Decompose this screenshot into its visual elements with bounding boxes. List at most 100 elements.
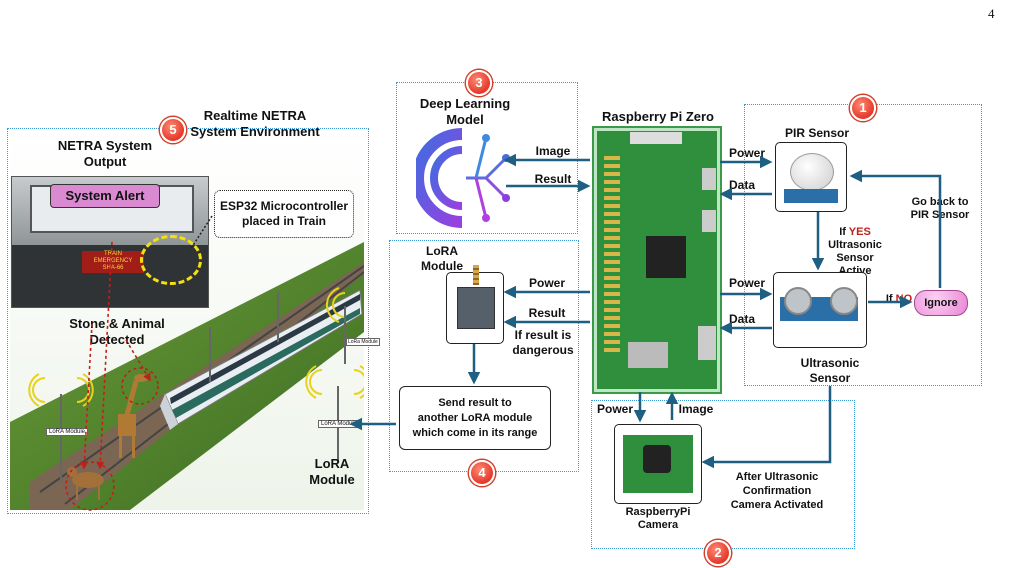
ultrasonic-eye-left bbox=[784, 287, 812, 315]
if-word: If bbox=[839, 226, 846, 238]
env-lora-line-1: LoRA bbox=[314, 456, 350, 471]
lora-module-box bbox=[446, 265, 504, 344]
sd-slot bbox=[628, 342, 668, 368]
label-data-pir: Data bbox=[728, 178, 755, 192]
stone-line-1: Stone & Animal bbox=[69, 316, 165, 331]
usb-port-2 bbox=[702, 210, 716, 232]
detect-line-2 bbox=[96, 241, 113, 470]
esp32-highlight-circle bbox=[140, 235, 202, 285]
region-environment bbox=[7, 128, 369, 514]
page-number: 4 bbox=[988, 6, 995, 21]
if-no-if: If bbox=[885, 293, 893, 305]
arrow-ignore-to-pir bbox=[849, 169, 942, 288]
esp32-line-1: ESP32 Microcontroller bbox=[219, 199, 349, 213]
camera-label-2: Camera bbox=[637, 519, 679, 531]
env-lora-line-2: Module bbox=[309, 472, 355, 487]
if-yes-line: If YES bbox=[810, 226, 900, 239]
label-power-ultra: Power bbox=[728, 276, 765, 290]
deep-learning-icon bbox=[416, 128, 510, 228]
after-line-1: After Ultrasonic bbox=[735, 471, 819, 483]
environment-title-1: Realtime NETRA bbox=[203, 108, 307, 123]
yes-word: YES bbox=[848, 226, 871, 238]
after-ultrasonic-label: After Ultrasonic Confirmation Camera Act… bbox=[712, 470, 842, 512]
stone-animal-label: Stone & Animal Detected bbox=[52, 316, 182, 348]
output-line-1: NETRA System bbox=[57, 138, 153, 153]
arrow-ultra-to-cam bbox=[701, 386, 832, 469]
lora-title-2: Module bbox=[421, 259, 463, 273]
lora-antenna bbox=[473, 265, 479, 285]
deep-learning-title: Deep Learning Model bbox=[410, 96, 520, 128]
camera-connector bbox=[630, 132, 682, 144]
if-dangerous-2: dangerous bbox=[512, 343, 574, 357]
output-line-2: Output bbox=[83, 154, 127, 169]
environment-title-2: System Environment bbox=[190, 124, 320, 139]
badge-4: 4 bbox=[469, 460, 495, 486]
dl-line-2: Model bbox=[446, 112, 484, 127]
badge-5: 5 bbox=[160, 117, 186, 143]
send-line-3: which come in its range bbox=[412, 427, 538, 439]
lora-tag-2: LoRa Module bbox=[346, 338, 380, 346]
cpu-chip bbox=[646, 236, 686, 278]
label-if-dangerous: If result is dangerous bbox=[506, 328, 580, 358]
ignore-pill: Ignore bbox=[914, 290, 968, 316]
after-line-2: Confirmation bbox=[742, 485, 812, 497]
lora-tag-1: LoRA Module bbox=[46, 428, 89, 436]
ultrasonic-sensor-box bbox=[773, 272, 867, 348]
gpio-header bbox=[604, 156, 620, 356]
label-power-cam: Power bbox=[596, 402, 633, 416]
after-line-3: Camera Activated bbox=[730, 499, 824, 511]
usb-port bbox=[702, 168, 716, 190]
detect-line-1 bbox=[80, 323, 93, 470]
lora-module-title: LoRA Module bbox=[412, 244, 472, 274]
send-line-2: another LoRA module bbox=[417, 412, 533, 424]
label-image-top: Image bbox=[535, 144, 571, 158]
netra-output-label: NETRA System Output bbox=[50, 138, 160, 170]
detect-line-3 bbox=[125, 339, 151, 382]
badge-1: 1 bbox=[850, 95, 876, 121]
send-line-1: Send result to bbox=[438, 397, 512, 409]
ultrasonic-eye-right bbox=[830, 287, 858, 315]
pir-board bbox=[784, 189, 838, 203]
lora-chip bbox=[457, 287, 495, 329]
railway-scene-illustration bbox=[10, 132, 364, 510]
lora-title-1: LoRA bbox=[426, 244, 458, 258]
if-dangerous-1: If result is bbox=[514, 328, 572, 342]
pi-zero-title: Raspberry Pi Zero bbox=[602, 109, 714, 124]
label-result-top: Result bbox=[534, 172, 572, 186]
badge-3: 3 bbox=[466, 70, 492, 96]
ultrasonic-label-2: Sensor bbox=[809, 371, 851, 385]
camera-label-1: RaspberryPi bbox=[625, 506, 691, 518]
label-result-lora: Result bbox=[528, 306, 566, 320]
ultra-active-1: Ultrasonic Sensor bbox=[828, 239, 882, 264]
badge-2: 2 bbox=[705, 540, 731, 566]
label-image-cam: Image bbox=[678, 402, 714, 416]
label-power-pir: Power bbox=[728, 146, 765, 160]
alert-screen: TRAIN EMERGENCY SHA-66 bbox=[82, 251, 144, 273]
label-power-lora: Power bbox=[528, 276, 565, 290]
screen-text-2: EMERGENCY bbox=[93, 258, 133, 264]
esp32-line-2: placed in Train bbox=[241, 214, 327, 228]
camera-lens bbox=[643, 445, 671, 473]
ultrasonic-label: Ultrasonic Sensor bbox=[790, 356, 870, 386]
esp32-callout: ESP32 Microcontroller placed in Train bbox=[214, 190, 354, 238]
screen-text-3: SHA-66 bbox=[102, 265, 124, 271]
pir-sensor-box bbox=[775, 142, 847, 212]
environment-title: Realtime NETRA System Environment bbox=[170, 108, 340, 140]
send-result-box: Send result to another LoRA module which… bbox=[399, 386, 551, 450]
esp32-dotted-line bbox=[189, 215, 213, 251]
dl-line-1: Deep Learning bbox=[419, 96, 511, 111]
label-data-ultra: Data bbox=[728, 312, 755, 326]
pir-dome bbox=[790, 153, 834, 191]
pir-label: PIR Sensor bbox=[784, 126, 850, 140]
environment-lora-label: LoRA Module bbox=[302, 456, 362, 488]
camera-box bbox=[614, 424, 702, 504]
stone-line-2: Detected bbox=[89, 332, 145, 347]
deer-circle bbox=[65, 461, 115, 511]
ultrasonic-label-1: Ultrasonic bbox=[800, 356, 860, 370]
giraffe-circle bbox=[121, 367, 159, 405]
camera-label: RaspberryPi Camera bbox=[608, 506, 708, 532]
hdmi-port bbox=[698, 326, 716, 360]
system-alert-box: System Alert bbox=[50, 184, 160, 208]
screen-text-1: TRAIN bbox=[104, 251, 122, 257]
